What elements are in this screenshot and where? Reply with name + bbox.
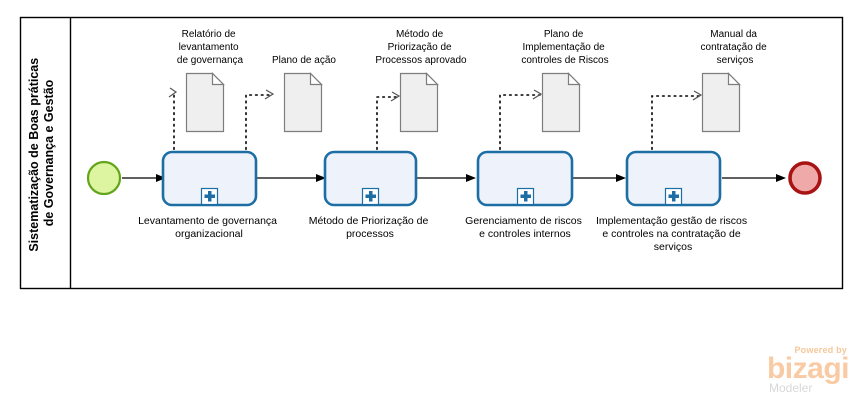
arrowhead-start-to-task1 — [156, 174, 166, 182]
end-event[interactable] — [788, 161, 822, 195]
task-1-label-line-2: organizacional — [175, 228, 243, 240]
doc-4-fold-icon — [567, 72, 581, 86]
watermark-product-label: Modeler — [768, 381, 813, 395]
doc-1-label-line-3: de governança — [177, 55, 244, 66]
association-task2-to-doc3 — [376, 96, 399, 156]
doc-3-label-line-3: Processos aprovado — [375, 55, 467, 66]
arrowhead-task4-to-end — [776, 174, 786, 182]
arrowhead-task3-to-task4 — [616, 174, 626, 182]
doc-5-fold-icon — [727, 72, 741, 86]
subprocess-plus-icon-2 — [365, 191, 376, 202]
watermark-powered-by-label: Powered by — [794, 345, 847, 356]
doc-5-label-line-2: contratação de — [701, 42, 768, 53]
task-3-label-line-1: Gerenciamento de riscos — [465, 215, 582, 227]
doc-2-label: Plano de ação — [272, 55, 336, 66]
doc-3-label-line-2: Priorização de — [388, 42, 452, 53]
task-2-label-line-1: Método de Priorização de — [309, 215, 429, 227]
association-arrowhead-doc4 — [532, 89, 543, 100]
association-arrowhead-doc3 — [390, 91, 401, 102]
start-event[interactable] — [86, 160, 122, 196]
association-arrowhead-doc2 — [264, 89, 275, 100]
subprocess-plus-icon-1 — [204, 191, 215, 202]
data-associations — [168, 87, 703, 156]
subprocess-plus-icon-4 — [668, 191, 679, 202]
task-metodo-de-priorizacao-de-processos[interactable]: Método de Priorização de processos — [309, 150, 432, 240]
doc-3-label: Método de Priorização de Processos aprov… — [375, 29, 467, 66]
doc-3-fold-icon — [425, 72, 439, 86]
doc-4-label-line-2: Implementação de — [522, 42, 605, 53]
pool-label-line-1: Sistematização de Boas práticas de Gover… — [27, 54, 56, 251]
task-gerenciamento-de-riscos-e-controles-internos[interactable]: Gerenciamento de riscos e controles inte… — [465, 150, 585, 240]
arrowhead-task2-to-task3 — [466, 174, 476, 182]
doc-1-icon[interactable] — [185, 72, 225, 133]
task-1-label-line-1: Levantamento de governança — [138, 215, 277, 227]
bizagi-watermark: Powered by bizagi Modeler — [766, 345, 850, 395]
sequence-flows — [122, 174, 786, 182]
task-3-label: Gerenciamento de riscos e controles inte… — [465, 215, 585, 240]
data-object-plano-de-implementacao-de-controles-de-riscos[interactable]: Plano de Implementação de controles de R… — [521, 29, 609, 133]
task-implementacao-gestao-de-riscos-e-controles[interactable]: Implementação gestão de riscos e control… — [596, 150, 750, 253]
subprocess-plus-icon-3 — [520, 191, 531, 202]
doc-2-fold-icon — [309, 72, 323, 86]
doc-4-icon[interactable] — [541, 72, 581, 133]
doc-4-label-line-1: Plano de — [544, 29, 584, 40]
task-4-label: Implementação gestão de riscos e control… — [596, 215, 750, 253]
data-object-plano-de-acao[interactable]: Plano de ação — [272, 55, 336, 133]
doc-5-icon[interactable] — [701, 72, 741, 133]
association-task1-to-doc2 — [245, 94, 273, 156]
data-object-relatorio-de-levantamento-de-governanca[interactable]: Relatório de levantamento de governança — [177, 29, 244, 133]
task-3-label-line-2: e controles internos — [479, 228, 571, 240]
doc-5-label: Manual da contratação de serviços — [701, 29, 770, 66]
association-arrowhead-doc1 — [168, 87, 178, 98]
doc-1-label-line-1: Relatório de — [182, 29, 236, 40]
task-levantamento-de-governanca-organizacional[interactable]: Levantamento de governança organizaciona… — [138, 150, 280, 240]
doc-2-icon[interactable] — [283, 72, 323, 133]
task-2-label-line-2: processos — [346, 228, 394, 240]
doc-3-icon[interactable] — [399, 72, 439, 133]
task-4-label-line-3: serviços — [654, 241, 693, 253]
arrowhead-task1-to-task2 — [316, 174, 326, 182]
doc-1-label-line-2: levantamento — [179, 42, 239, 53]
doc-5-label-line-3: serviços — [717, 55, 754, 66]
task-4-label-line-1: Implementação gestão de riscos — [596, 215, 747, 227]
association-task4-to-doc5 — [651, 95, 701, 156]
data-object-metodo-de-priorizacao-de-processos-aprovado[interactable]: Método de Priorização de Processos aprov… — [375, 29, 467, 133]
doc-1-label: Relatório de levantamento de governança — [177, 29, 244, 66]
watermark-brand-label: bizagi — [766, 352, 850, 386]
doc-4-label: Plano de Implementação de controles de R… — [521, 29, 608, 66]
doc-2-label-line-1: Plano de ação — [272, 55, 336, 66]
doc-3-label-line-1: Método de — [396, 29, 444, 40]
association-task3-to-doc4 — [499, 94, 541, 156]
doc-5-label-line-1: Manual da — [710, 29, 757, 40]
data-object-manual-da-contratacao-de-servicos[interactable]: Manual da contratação de serviços — [701, 29, 770, 133]
task-1-label: Levantamento de governança organizaciona… — [138, 215, 280, 240]
doc-4-label-line-3: controles de Riscos — [521, 55, 608, 66]
task-4-label-line-2: e controles na contratação de — [602, 228, 741, 240]
task-2-label: Método de Priorização de processos — [309, 215, 432, 240]
doc-1-fold-icon — [211, 72, 225, 86]
association-arrowhead-doc5 — [692, 90, 703, 101]
